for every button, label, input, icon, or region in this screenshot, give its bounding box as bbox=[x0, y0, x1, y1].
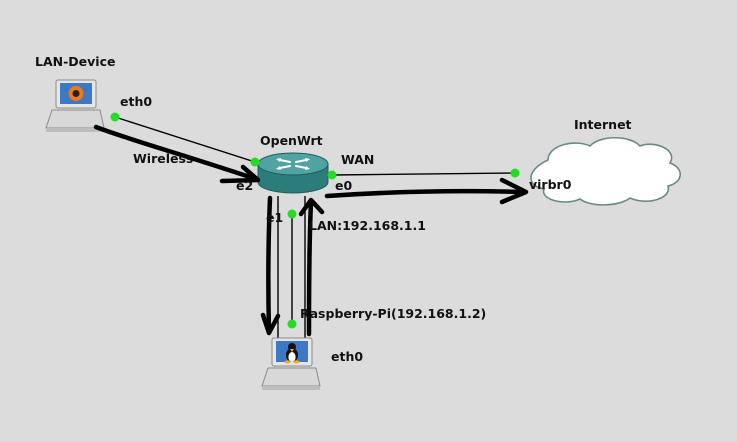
raspberry-node[interactable] bbox=[261, 337, 321, 390]
raspberry-port-label: eth0 bbox=[331, 349, 364, 364]
raspberry-eth0-point bbox=[287, 319, 297, 329]
openwrt-label: OpenWrt bbox=[260, 133, 323, 148]
link-lan-device-openwrt[interactable] bbox=[114, 116, 256, 163]
lan-device-port-label: eth0 bbox=[120, 94, 153, 109]
lan-down-arrow-head bbox=[260, 312, 281, 336]
openwrt-e2-label: e2 bbox=[236, 178, 254, 193]
router-icon bbox=[257, 152, 329, 194]
laptop-icon bbox=[45, 79, 105, 132]
lan-link-label: LAN:192.168.1.1 bbox=[309, 218, 426, 233]
openwrt-e0-label: e0 bbox=[335, 178, 353, 193]
internet-port-label: virbr0 bbox=[529, 177, 572, 192]
openwrt-e1-point bbox=[287, 209, 297, 219]
linux-laptop-icon bbox=[261, 337, 321, 390]
openwrt-e0-point bbox=[327, 170, 337, 180]
openwrt-e1-label: e1 bbox=[266, 210, 284, 225]
wan-link-label: WAN bbox=[341, 152, 375, 167]
internet-virbr0-point bbox=[510, 168, 520, 178]
port-points[interactable] bbox=[110, 112, 520, 329]
wan-arrow-head bbox=[499, 177, 529, 205]
internet-label: Internet bbox=[574, 117, 632, 132]
lan-device-label: LAN-Device bbox=[35, 54, 116, 69]
internet-node[interactable] bbox=[530, 136, 682, 206]
lan-down-arrow bbox=[266, 195, 273, 335]
openwrt-node[interactable] bbox=[257, 152, 329, 194]
lan-up-arrow-head bbox=[298, 197, 325, 217]
openwrt-e2-point bbox=[250, 157, 260, 167]
lan-up-arrow bbox=[306, 199, 314, 337]
link-openwrt-internet[interactable] bbox=[331, 172, 516, 176]
traffic-annotations bbox=[93, 124, 529, 337]
cloud-icon bbox=[530, 136, 682, 206]
wireless-arrow bbox=[93, 124, 259, 182]
lan-device-eth0-point bbox=[110, 112, 120, 122]
wireless-arrow-head bbox=[219, 164, 261, 184]
wan-arrow bbox=[324, 188, 527, 199]
raspberry-label: Raspberry-Pi(192.168.1.2) bbox=[300, 306, 487, 321]
wireless-link-label: Wireless bbox=[133, 151, 194, 166]
lan-device-node[interactable] bbox=[45, 79, 105, 132]
